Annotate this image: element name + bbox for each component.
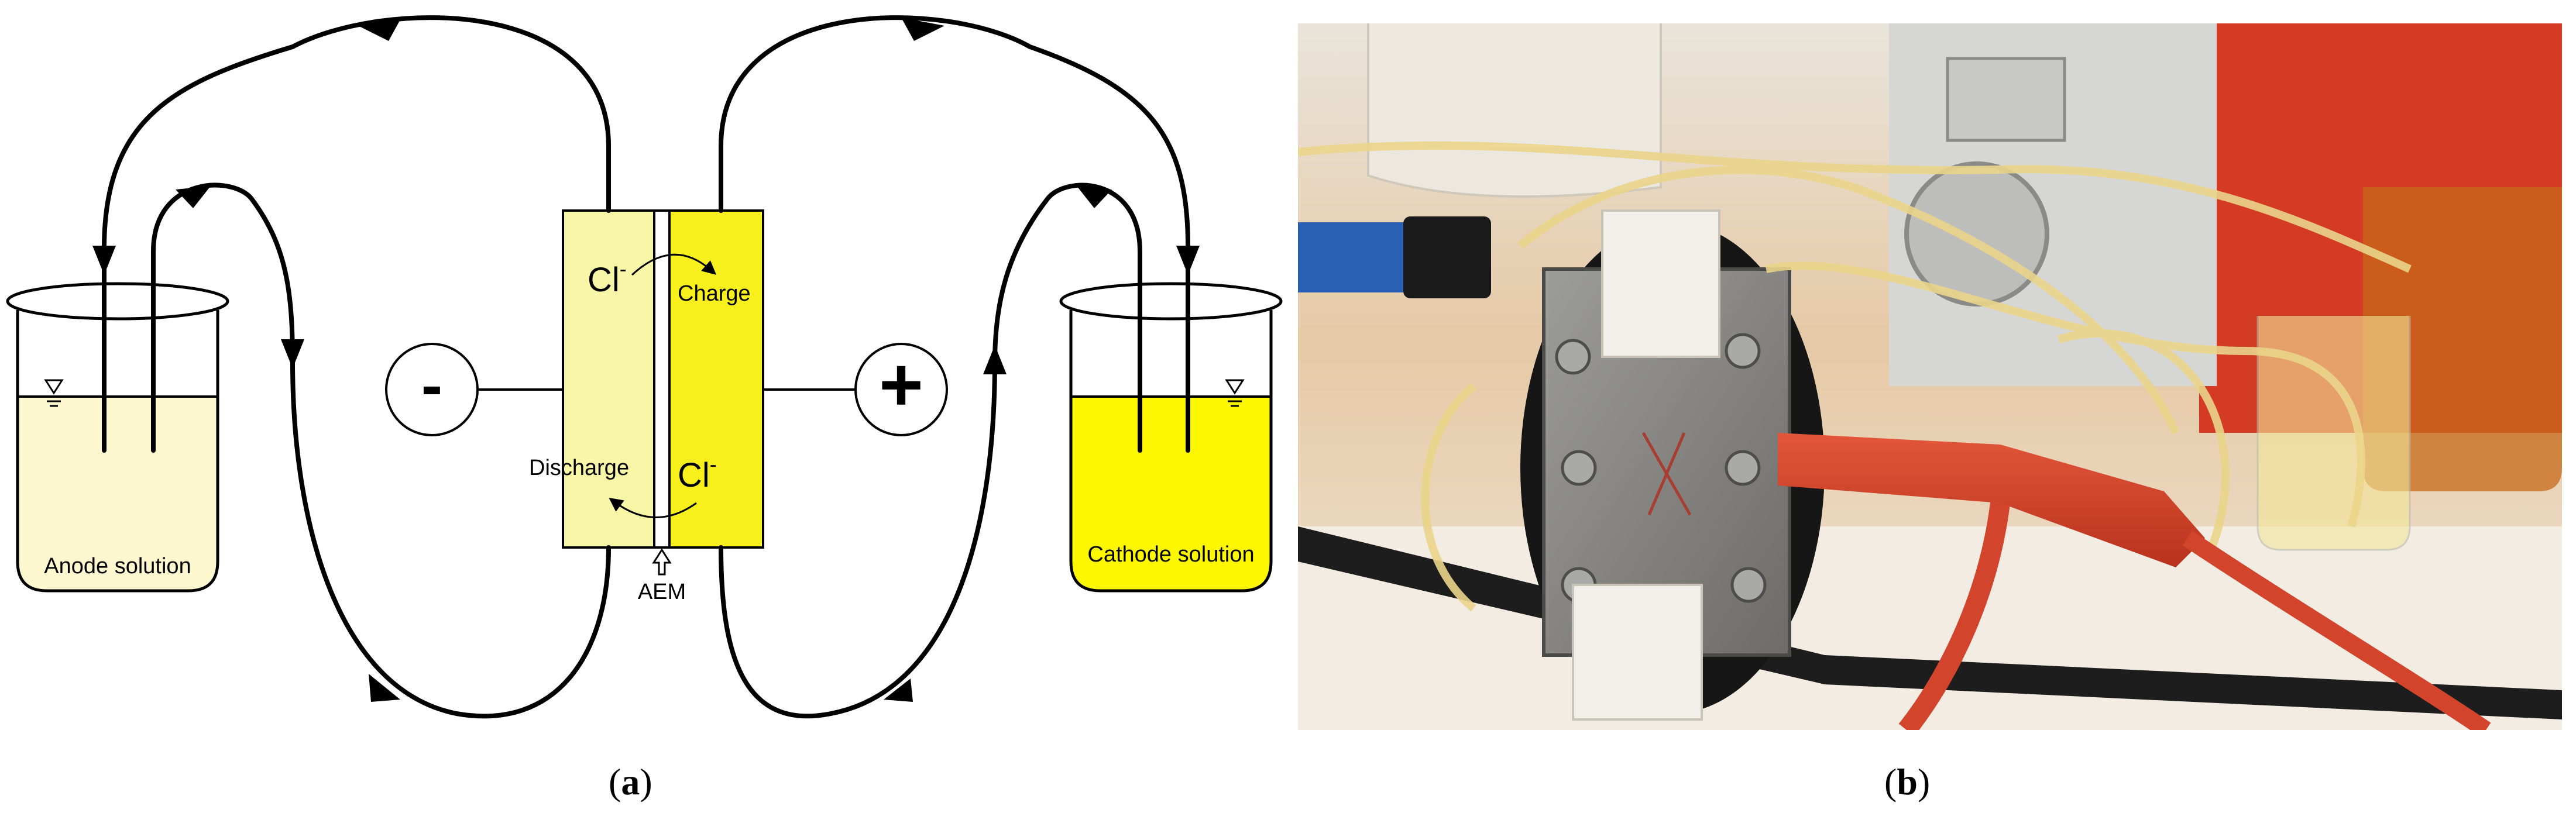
panel-a-letter: a bbox=[621, 761, 640, 803]
anode-solution-label: Anode solution bbox=[44, 554, 191, 578]
red-test-lead bbox=[1778, 433, 2491, 730]
panel-b-caption: (b) bbox=[1884, 761, 1931, 803]
positive-sign: + bbox=[879, 342, 923, 427]
cathode-beaker-rim bbox=[1059, 282, 1283, 321]
flow-arrow-icon bbox=[176, 186, 211, 208]
negative-terminal: - bbox=[385, 343, 563, 436]
anode-beaker-rim bbox=[6, 282, 229, 321]
chloride-ion-upper: Cl- bbox=[588, 257, 627, 299]
anode-beaker-outline bbox=[16, 310, 219, 593]
cathode-solution-fill bbox=[1071, 397, 1271, 591]
anode-electrode bbox=[562, 209, 655, 549]
cathode-beaker: Cathode solution bbox=[1059, 282, 1283, 593]
flow-arrow-icon bbox=[1077, 186, 1112, 208]
flow-arrow-icon bbox=[983, 345, 1007, 374]
flow-battery-schematic: Anode solution Cathode solution Cl- Cl- … bbox=[6, 15, 1283, 719]
panel-a-caption: (a) bbox=[609, 761, 652, 803]
flow-arrow-icon bbox=[92, 246, 116, 275]
cathode-solution-label: Cathode solution bbox=[1087, 542, 1254, 567]
cathode-electrode bbox=[668, 209, 764, 549]
anode-flow-loop bbox=[102, 15, 611, 719]
anode-beaker: Anode solution bbox=[6, 282, 229, 593]
experimental-setup-photo bbox=[1298, 23, 2562, 730]
anion-exchange-membrane bbox=[653, 209, 671, 549]
cathode-flow-loop bbox=[719, 15, 1190, 719]
flow-arrow-icon bbox=[369, 674, 400, 702]
flow-arrow-icon bbox=[358, 18, 401, 41]
discharge-arrow-icon bbox=[609, 497, 697, 518]
negative-sign: - bbox=[421, 349, 443, 421]
anode-solution-fill bbox=[18, 397, 218, 591]
charge-label: Charge bbox=[678, 281, 751, 306]
panel-b-letter: b bbox=[1897, 761, 1918, 803]
blue-cable bbox=[1298, 222, 1421, 292]
water-level-symbol-icon bbox=[1225, 379, 1245, 407]
amber-beaker bbox=[2363, 187, 2562, 491]
flow-cell bbox=[562, 209, 764, 549]
positive-terminal: + bbox=[763, 342, 948, 436]
membrane-label: AEM bbox=[638, 580, 686, 604]
flow-arrow-icon bbox=[1176, 246, 1200, 275]
membrane-pointer-icon bbox=[652, 548, 672, 576]
charge-arrow-icon bbox=[631, 253, 717, 276]
chloride-ion-lower: Cl- bbox=[678, 452, 717, 494]
flow-arrow-icon bbox=[901, 18, 944, 41]
cathode-beaker-outline bbox=[1069, 310, 1273, 593]
flow-arrow-icon bbox=[281, 339, 304, 368]
flow-arrow-icon bbox=[884, 679, 913, 702]
discharge-label: Discharge bbox=[529, 456, 629, 480]
water-level-symbol-icon bbox=[44, 379, 64, 407]
